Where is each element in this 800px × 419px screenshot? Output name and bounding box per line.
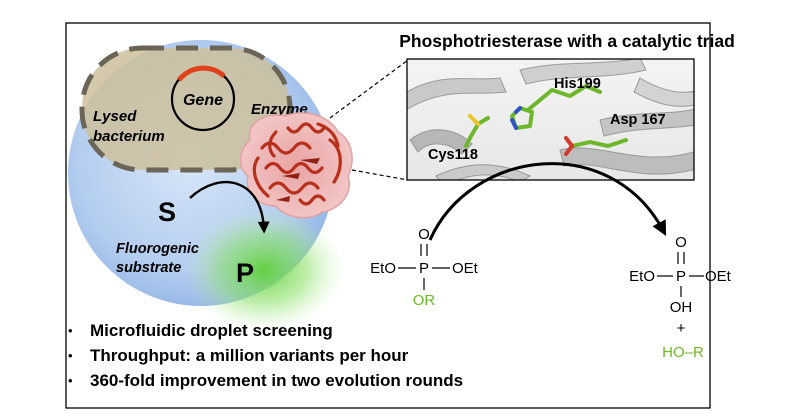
product-right-group: OEt [705,268,732,285]
product-symbol: P [236,258,254,288]
product-structure: O EtO P OEt OH + HO–R [629,234,732,361]
reaction-arrow [428,162,667,241]
bullet-dot: • [68,373,73,388]
gene-segment [177,65,226,82]
highlight-bullets: • Microfluidic droplet screening • Through… [68,318,628,393]
residue-label-asp167: Asp 167 [610,112,666,128]
reactant-structure: O EtO P OEt OR [370,226,479,309]
cys118-sidechain [464,114,490,148]
reactant-right-group: OEt [452,260,479,277]
bullet-text: Throughput: a million variants per hour [90,346,409,365]
zoom-line-bottom [351,169,409,181]
product-left-group: EtO [629,268,655,285]
product-top-oxygen: O [675,234,687,251]
product-bottom-group: OH [670,299,693,316]
active-site-panel [406,58,695,181]
substrate-symbol: S [158,197,176,227]
bullet-item: • 360-fold improvement in two evolution r… [68,368,628,393]
reactant-left-group: EtO [370,260,396,277]
fluorescent-glow [184,208,344,332]
bullet-text: 360-fold improvement in two evolution ro… [90,371,464,390]
bullet-dot: • [68,348,73,363]
conversion-arrow [189,181,270,234]
gene-plasmid [170,65,236,132]
zoom-line-top [329,59,409,119]
residue-label-cys118: Cys118 [428,147,478,163]
bullet-text: Microfluidic droplet screening [90,321,333,340]
fluorogenic-label-line2: substrate [116,260,181,276]
enzyme-structure [239,112,353,219]
bacterium-label-line1: Lysed [93,108,137,125]
fluorogenic-label-line1: Fluorogenic [116,241,199,257]
reactant-bottom-group: OR [413,292,436,309]
bullet-item: • Microfluidic droplet screening [68,318,628,343]
figure-title: Phosphotriesterase with a catalytic tria… [399,31,735,51]
gene-label: Gene [183,92,223,109]
product-center-atom: P [676,268,686,285]
asp167-sidechain [564,136,628,156]
residue-label-his199: His199 [554,76,601,92]
lysed-bacterium [79,45,293,173]
leaving-group: HO–R [662,344,704,361]
bullet-item: • Throughput: a million variants per hour [68,343,628,368]
reactant-top-oxygen: O [418,226,430,243]
bacterium-label-line2: bacterium [93,128,165,145]
reactant-center-atom: P [419,260,429,277]
bullet-dot: • [68,323,73,338]
outer-frame [65,22,711,409]
product-plus-sign: + [677,320,686,337]
his199-sidechain [510,84,602,130]
